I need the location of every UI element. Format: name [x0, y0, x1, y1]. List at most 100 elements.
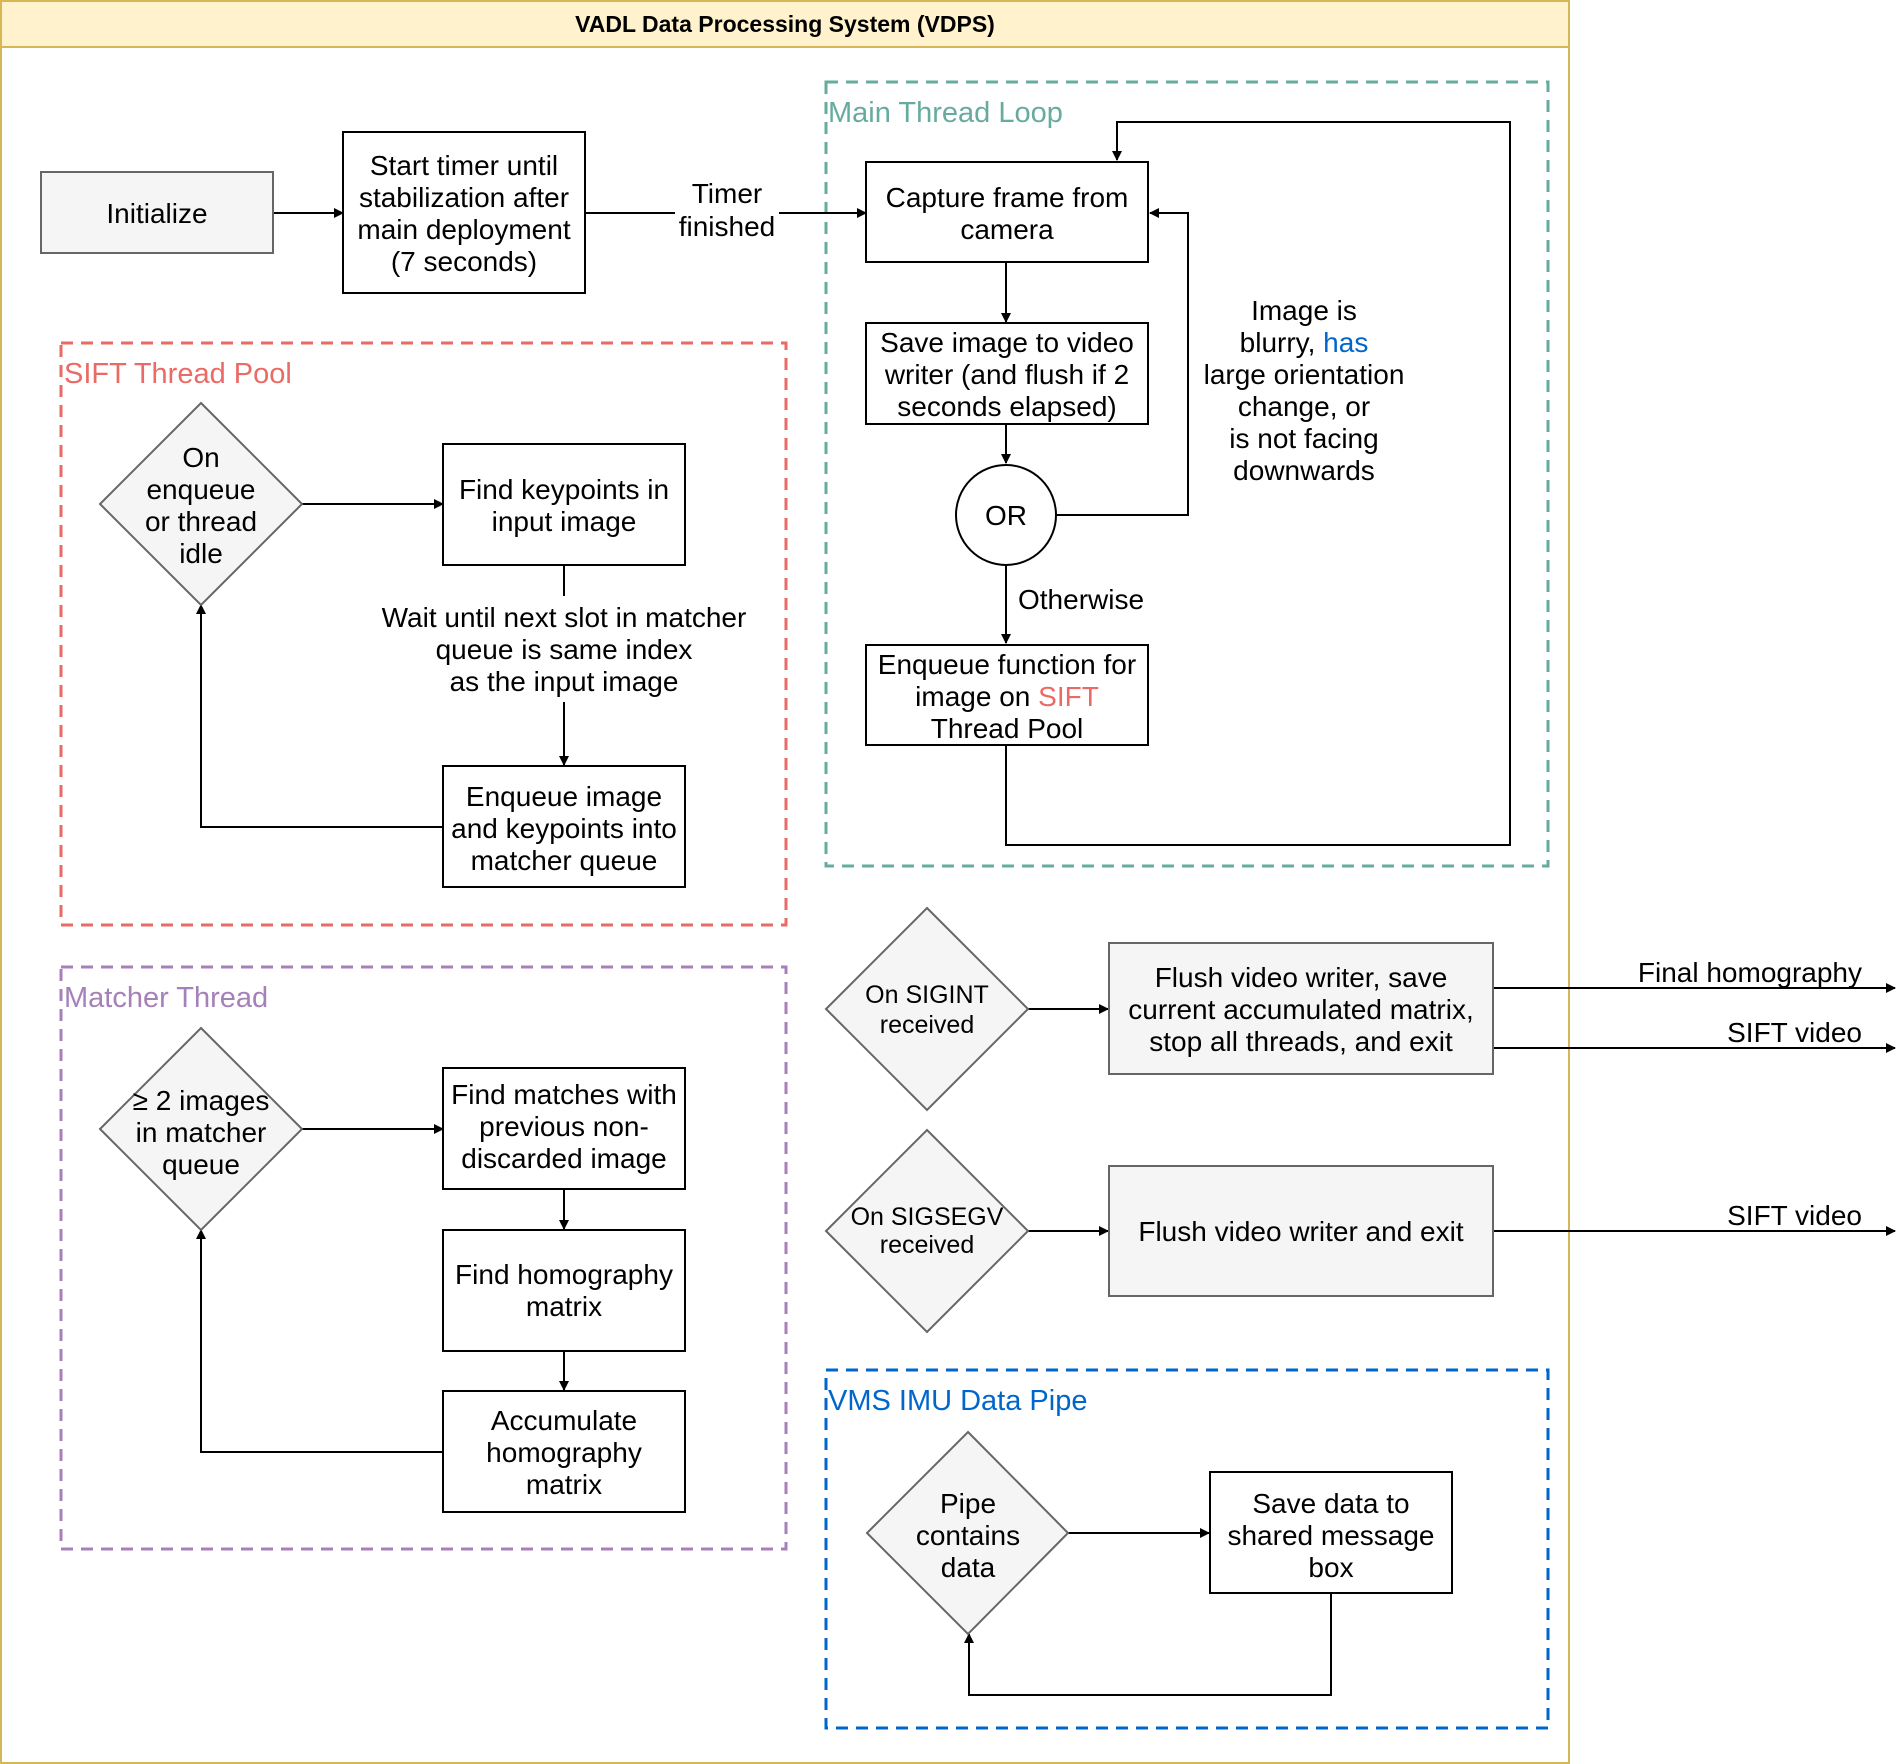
edge-or-to-capture — [1056, 208, 1189, 516]
svg-text:seconds elapsed): seconds elapsed) — [897, 391, 1116, 422]
svg-text:Find homography: Find homography — [455, 1259, 673, 1290]
capture-frame-node: Capture frame from camera — [865, 161, 1149, 263]
enqueue-matcher-node: Enqueue image and keypoints into matcher… — [442, 765, 686, 888]
flush-save-node: Flush video writer, save current accumul… — [1108, 942, 1494, 1075]
svg-text:box: box — [1308, 1552, 1353, 1583]
svg-text:Start timer until: Start timer until — [370, 150, 558, 181]
svg-text:On SIGINT: On SIGINT — [865, 981, 989, 1009]
find-matches-node: Find matches with previous non- discarde… — [442, 1067, 686, 1190]
svg-text:or thread: or thread — [145, 506, 257, 537]
svg-text:Initialize: Initialize — [106, 198, 207, 229]
save-image-node: Save image to video writer (and flush if… — [865, 322, 1149, 425]
svg-text:queue is same index: queue is same index — [436, 634, 693, 665]
svg-text:contains: contains — [916, 1520, 1020, 1551]
edge-label-blurry: Image is blurry, has large orientation c… — [1204, 295, 1405, 486]
edge-accumulate-to-matcher-decision — [196, 1229, 443, 1453]
svg-text:Thread Pool: Thread Pool — [931, 713, 1084, 744]
svg-text:camera: camera — [960, 214, 1054, 245]
matcher-group-label: Matcher Thread — [64, 982, 268, 1014]
svg-text:Flush video writer and exit: Flush video writer and exit — [1138, 1216, 1463, 1247]
or-node: OR — [955, 464, 1057, 566]
edge-label-otherwise: Otherwise — [1018, 584, 1144, 615]
svg-text:matrix: matrix — [526, 1469, 602, 1500]
svg-text:writer (and flush if 2: writer (and flush if 2 — [884, 359, 1129, 390]
svg-text:current accumulated matrix,: current accumulated matrix, — [1128, 994, 1473, 1025]
svg-text:finished: finished — [679, 211, 776, 242]
main-loop-group-label: Main Thread Loop — [828, 97, 1063, 129]
svg-text:homography: homography — [486, 1437, 642, 1468]
svg-text:≥ 2 images: ≥ 2 images — [133, 1085, 270, 1116]
svg-text:Wait until next slot in matche: Wait until next slot in matcher — [382, 602, 747, 633]
svg-text:idle: idle — [179, 538, 223, 569]
svg-text:as the input image: as the input image — [450, 666, 679, 697]
svg-text:Find matches with: Find matches with — [451, 1079, 677, 1110]
svg-text:Enqueue function for: Enqueue function for — [878, 649, 1136, 680]
svg-text:Save image to video: Save image to video — [880, 327, 1134, 358]
svg-text:enqueue: enqueue — [146, 474, 255, 505]
svg-text:in matcher: in matcher — [136, 1117, 267, 1148]
edge-save-to-pipe — [964, 1594, 1332, 1696]
svg-text:stabilization after: stabilization after — [359, 182, 569, 213]
matcher-group — [59, 965, 788, 1551]
svg-text:Save data to: Save data to — [1252, 1488, 1409, 1519]
imu-group-label: VMS IMU Data Pipe — [828, 1385, 1087, 1417]
svg-text:data: data — [941, 1552, 996, 1583]
svg-text:Accumulate: Accumulate — [491, 1405, 637, 1436]
svg-text:matrix: matrix — [526, 1291, 602, 1322]
save-data-node: Save data to shared message box — [1209, 1471, 1453, 1594]
svg-text:discarded image: discarded image — [461, 1143, 666, 1174]
svg-text:input image: input image — [492, 506, 637, 537]
svg-text:On SIGSEGV: On SIGSEGV — [851, 1203, 1004, 1231]
sift-group — [59, 341, 788, 927]
svg-text:shared message: shared message — [1227, 1520, 1434, 1551]
svg-text:large orientation: large orientation — [1204, 359, 1405, 390]
imu-group — [824, 1368, 1550, 1730]
svg-text:Timer: Timer — [692, 178, 763, 209]
svg-text:Image is: Image is — [1251, 295, 1357, 326]
sift-decision-node: On enqueue or thread idle — [98, 401, 304, 607]
flush-exit-node: Flush video writer and exit — [1108, 1165, 1494, 1297]
start-timer-node: Start timer until stabilization after ma… — [342, 131, 586, 294]
find-homography-node: Find homography matrix — [442, 1229, 686, 1352]
svg-text:queue: queue — [162, 1149, 240, 1180]
svg-text:downwards: downwards — [1233, 455, 1375, 486]
edge-label-final-homography: Final homography — [1638, 957, 1862, 988]
sift-group-label: SIFT Thread Pool — [64, 358, 292, 390]
sigsegv-decision-node: On SIGSEGV received — [824, 1128, 1030, 1334]
svg-text:and keypoints into: and keypoints into — [451, 813, 677, 844]
svg-text:matcher queue: matcher queue — [471, 845, 658, 876]
svg-text:OR: OR — [985, 500, 1027, 531]
edge-label-wait: Wait until next slot in matcher queue is… — [378, 596, 750, 702]
accumulate-node: Accumulate homography matrix — [442, 1390, 686, 1513]
svg-text:Capture frame from: Capture frame from — [886, 182, 1129, 213]
edge-label-timer: Timer finished — [675, 175, 779, 245]
svg-text:On: On — [182, 442, 219, 473]
matcher-decision-node: ≥ 2 images in matcher queue — [98, 1026, 304, 1232]
find-keypoints-node: Find keypoints in input image — [442, 443, 686, 566]
svg-text:image on SIFT: image on SIFT — [915, 681, 1099, 712]
svg-text:blurry, has: blurry, has — [1240, 327, 1369, 358]
main-loop-group — [824, 80, 1550, 868]
diagram-title: VADL Data Processing System (VDPS) — [575, 11, 995, 37]
svg-text:Find keypoints in: Find keypoints in — [459, 474, 669, 505]
edge-loop-back — [1005, 121, 1511, 846]
edge-label-sift-video-2: SIFT video — [1727, 1200, 1862, 1231]
edge-label-sift-video-1: SIFT video — [1727, 1017, 1862, 1048]
svg-text:is not facing: is not facing — [1229, 423, 1378, 454]
svg-text:received: received — [880, 1011, 975, 1039]
enqueue-function-node: Enqueue function for image on SIFT Threa… — [865, 644, 1149, 746]
svg-text:previous non-: previous non- — [479, 1111, 649, 1142]
svg-text:Pipe: Pipe — [940, 1488, 996, 1519]
svg-text:main deployment: main deployment — [357, 214, 570, 245]
sigint-decision-node: On SIGINT received — [824, 906, 1030, 1112]
svg-text:change, or: change, or — [1238, 391, 1370, 422]
svg-text:Flush video writer, save: Flush video writer, save — [1155, 962, 1448, 993]
edge-enqueue-to-sift-decision — [196, 604, 443, 828]
svg-text:received: received — [880, 1231, 975, 1259]
initialize-node: Initialize — [40, 171, 274, 254]
svg-text:Enqueue image: Enqueue image — [466, 781, 662, 812]
svg-text:(7 seconds): (7 seconds) — [391, 246, 537, 277]
svg-text:stop all threads, and exit: stop all threads, and exit — [1149, 1026, 1453, 1057]
pipe-decision-node: Pipe contains data — [865, 1430, 1070, 1636]
